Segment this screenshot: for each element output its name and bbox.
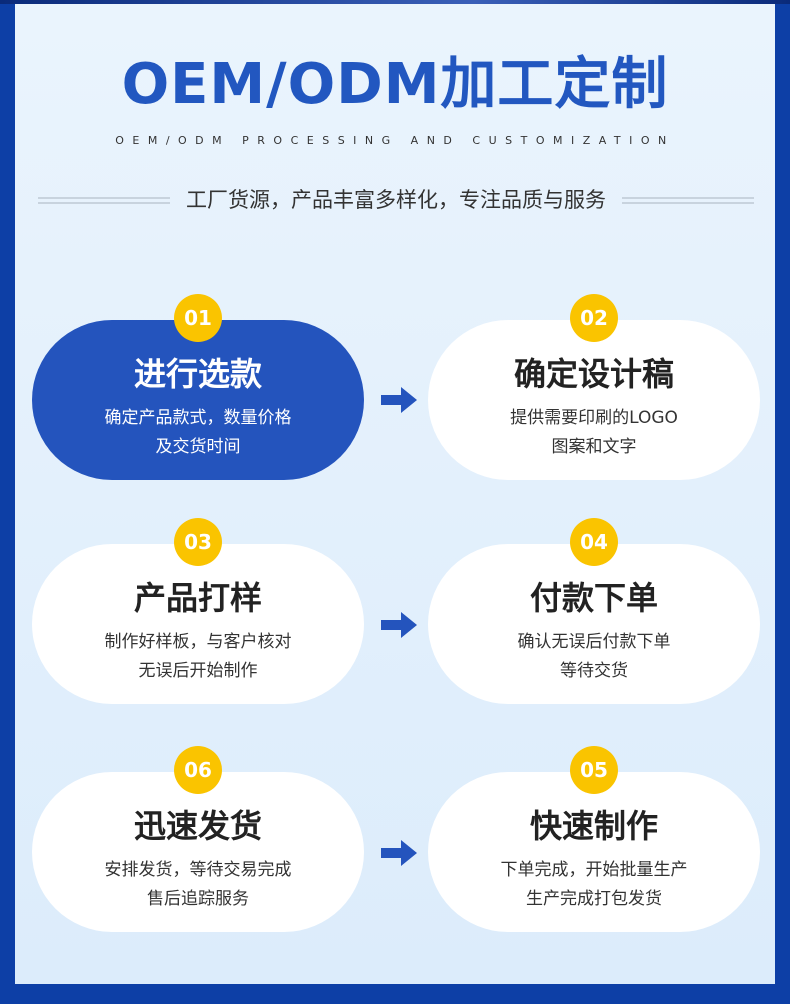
step-desc-line: 提供需要印刷的LOGO bbox=[510, 408, 678, 428]
step-desc-line: 等待交货 bbox=[560, 661, 628, 681]
right-arrow-icon bbox=[381, 840, 417, 866]
step-number-badge: 01 bbox=[174, 294, 222, 342]
step-description: 确定产品款式，数量价格 及交货时间 bbox=[32, 404, 364, 462]
top-edge-strip bbox=[0, 0, 790, 4]
step-number-badge: 05 bbox=[570, 746, 618, 794]
step-title: 进行选款 bbox=[133, 355, 262, 393]
step-desc-line: 确认无误后付款下单 bbox=[517, 632, 671, 652]
step-card-04: 付款下单 确认无误后付款下单 等待交货 bbox=[428, 544, 760, 704]
step-desc-line: 图案和文字 bbox=[551, 437, 637, 457]
step-desc-line: 确定产品款式，数量价格 bbox=[104, 408, 292, 428]
step-description: 安排发货，等待交易完成 售后追踪服务 bbox=[32, 856, 364, 914]
step-card-03: 产品打样 制作好样板，与客户核对 无误后开始制作 bbox=[32, 544, 364, 704]
right-arrow-icon bbox=[381, 387, 417, 413]
step-description: 制作好样板，与客户核对 无误后开始制作 bbox=[32, 628, 364, 686]
step-desc-line: 制作好样板，与客户核对 bbox=[104, 632, 292, 652]
step-card-02: 确定设计稿 提供需要印刷的LOGO 图案和文字 bbox=[428, 320, 760, 480]
step-desc-line: 下单完成，开始批量生产 bbox=[500, 860, 688, 880]
step-desc-line: 无误后开始制作 bbox=[138, 661, 258, 681]
step-desc-line: 安排发货，等待交易完成 bbox=[104, 860, 292, 880]
step-number-badge: 06 bbox=[174, 746, 222, 794]
tagline-row: 工厂货源，产品丰富多样化，专注品质与服务 bbox=[38, 184, 754, 216]
step-title: 快速制作 bbox=[529, 807, 658, 845]
step-description: 下单完成，开始批量生产 生产完成打包发货 bbox=[428, 856, 760, 914]
step-number-badge: 02 bbox=[570, 294, 618, 342]
tagline-divider-left bbox=[38, 196, 170, 204]
step-card-05: 快速制作 下单完成，开始批量生产 生产完成打包发货 bbox=[428, 772, 760, 932]
page-title: OEM/ODM加工定制 bbox=[121, 52, 669, 117]
step-title: 产品打样 bbox=[133, 579, 262, 617]
step-desc-line: 及交货时间 bbox=[155, 437, 241, 457]
step-description: 确认无误后付款下单 等待交货 bbox=[428, 628, 760, 686]
step-desc-line: 售后追踪服务 bbox=[147, 889, 249, 909]
step-title: 迅速发货 bbox=[133, 807, 262, 845]
tagline: 工厂货源，产品丰富多样化，专注品质与服务 bbox=[186, 188, 606, 212]
tagline-divider-right bbox=[622, 196, 754, 204]
step-description: 提供需要印刷的LOGO 图案和文字 bbox=[428, 404, 760, 462]
step-title: 付款下单 bbox=[529, 579, 658, 617]
step-desc-line: 生产完成打包发货 bbox=[526, 889, 662, 909]
page-subtitle: OEM/ODM PROCESSING AND CUSTOMIZATION bbox=[115, 134, 675, 147]
step-title: 确定设计稿 bbox=[513, 355, 674, 393]
right-arrow-icon bbox=[381, 612, 417, 638]
step-number-badge: 04 bbox=[570, 518, 618, 566]
step-number-badge: 03 bbox=[174, 518, 222, 566]
step-card-01: 进行选款 确定产品款式，数量价格 及交货时间 bbox=[32, 320, 364, 480]
step-card-06: 迅速发货 安排发货，等待交易完成 售后追踪服务 bbox=[32, 772, 364, 932]
